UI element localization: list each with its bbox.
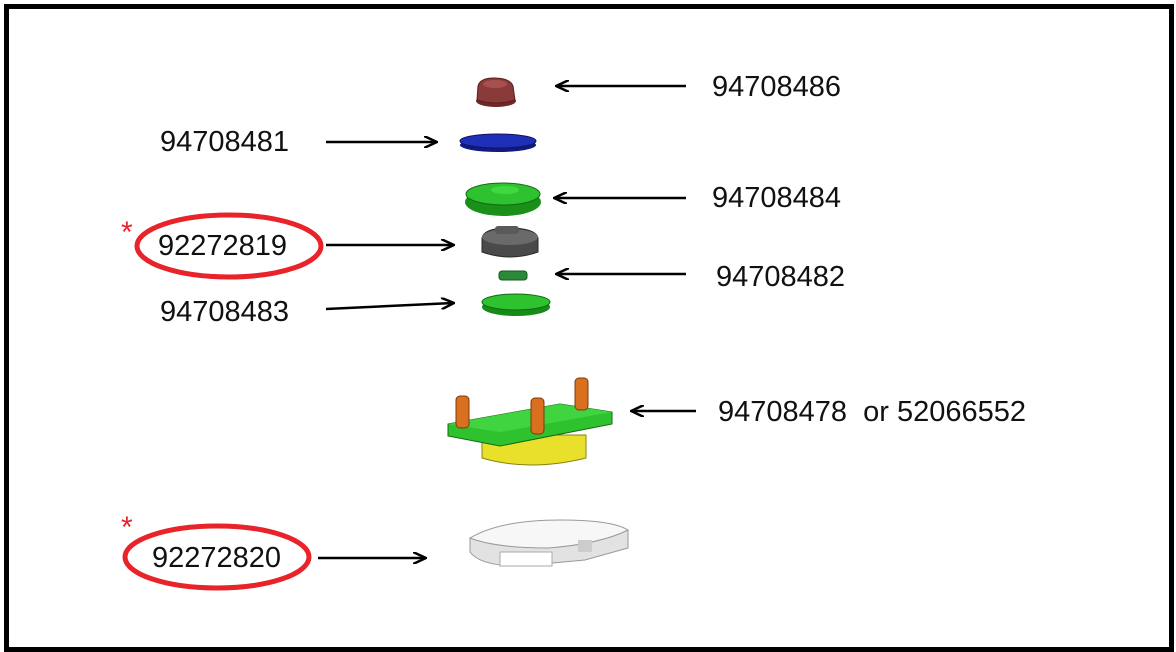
- green-washer-part: [481, 293, 551, 316]
- asterisk-marker: *: [121, 216, 133, 249]
- part-number-label: 92272820: [152, 542, 282, 574]
- highlight-ellipse-92272819: [134, 212, 324, 280]
- highlight-ellipse-92272820: [122, 523, 312, 591]
- part-number-label: 94708481: [160, 126, 290, 158]
- asterisk-marker: *: [121, 511, 133, 544]
- part-number-label: 94708482: [716, 261, 846, 293]
- part-number-label: 94708478 or 52066552: [718, 396, 1027, 428]
- part-number-label: 94708484: [712, 182, 842, 214]
- arrow-94708483: [325, 303, 453, 311]
- part-number-label: 94708486: [712, 71, 842, 103]
- part-number-label: 94708483: [160, 296, 290, 328]
- bearing-ring-part: [468, 519, 630, 567]
- gray-bushing-part: [481, 226, 539, 258]
- strut-mount-part: [447, 377, 613, 466]
- green-bushing-part: [465, 182, 541, 216]
- part-number-label: 92272819: [158, 230, 288, 262]
- cap-nut-part: [476, 77, 516, 107]
- blue-washer-part: [459, 133, 537, 152]
- small-sleeve-part: [498, 270, 528, 281]
